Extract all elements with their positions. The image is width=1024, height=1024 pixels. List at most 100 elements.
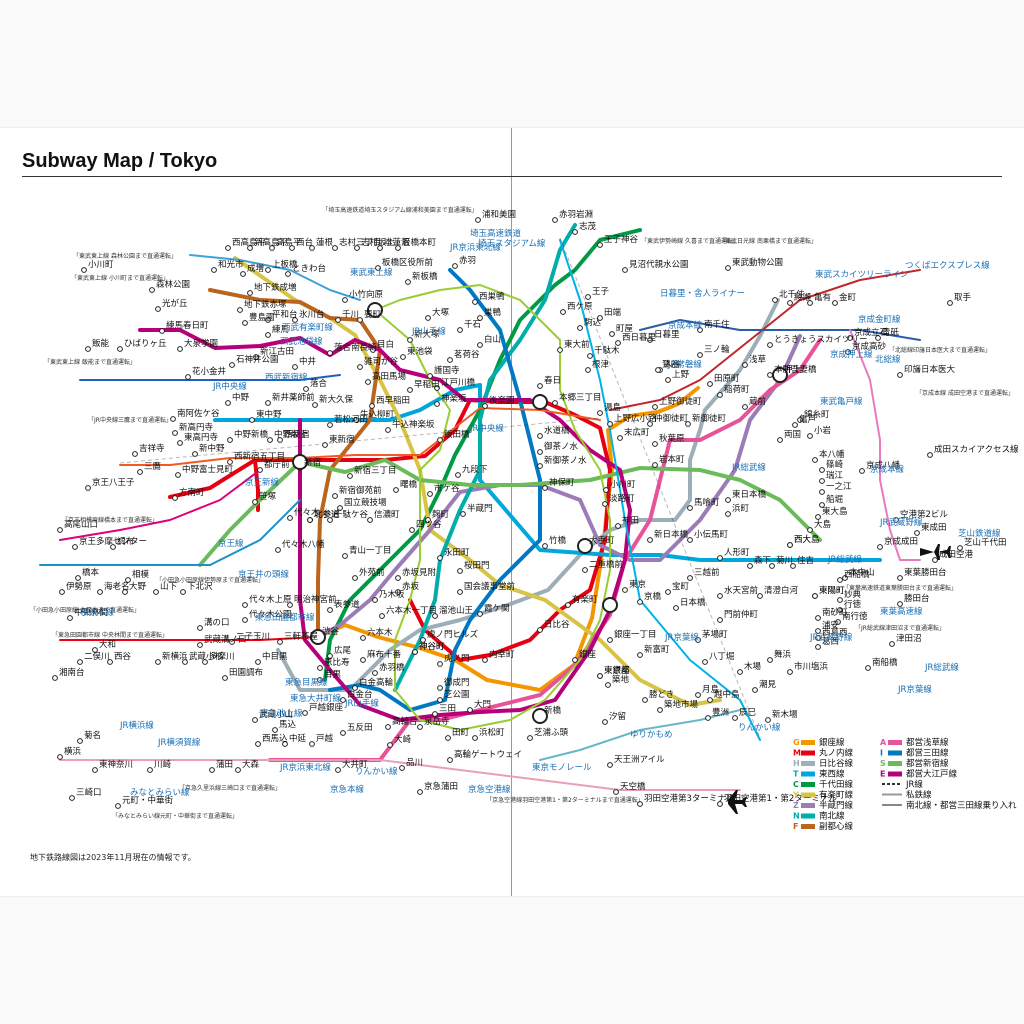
station-marker[interactable] [897, 372, 903, 378]
station-marker[interactable] [365, 379, 371, 385]
station-marker[interactable] [253, 354, 259, 360]
station-marker[interactable] [765, 717, 771, 723]
station-marker[interactable] [400, 354, 406, 360]
station-marker[interactable] [59, 589, 65, 595]
station-marker[interactable] [437, 685, 443, 691]
station-marker[interactable] [110, 544, 116, 550]
station-marker[interactable] [572, 229, 578, 235]
station-marker[interactable] [272, 727, 278, 733]
station-marker[interactable] [327, 350, 333, 356]
station-marker[interactable] [247, 245, 253, 251]
station-marker[interactable] [252, 499, 258, 505]
station-marker[interactable] [582, 567, 588, 573]
station-marker[interactable] [725, 511, 731, 517]
station-marker[interactable] [427, 373, 433, 379]
station-marker[interactable] [347, 473, 353, 479]
station-marker[interactable] [673, 605, 679, 611]
station-marker[interactable] [357, 364, 363, 370]
station-marker[interactable] [267, 437, 273, 443]
station-marker[interactable] [647, 337, 653, 343]
station-marker[interactable] [132, 451, 138, 457]
station-marker[interactable] [717, 801, 723, 807]
station-marker[interactable] [897, 601, 903, 607]
station-marker[interactable] [420, 637, 426, 643]
station-marker[interactable] [717, 555, 723, 561]
station-marker[interactable] [425, 315, 431, 321]
station-marker[interactable] [452, 263, 458, 269]
station-marker[interactable] [192, 451, 198, 457]
station-marker[interactable] [342, 553, 348, 559]
interchange-marker[interactable] [310, 629, 326, 645]
station-marker[interactable] [332, 245, 338, 251]
station-marker[interactable] [585, 294, 591, 300]
station-marker[interactable] [767, 657, 773, 663]
station-marker[interactable] [475, 217, 481, 223]
interchange-marker[interactable] [532, 394, 548, 410]
station-marker[interactable] [832, 300, 838, 306]
station-marker[interactable] [747, 563, 753, 569]
station-marker[interactable] [225, 245, 231, 251]
station-marker[interactable] [225, 400, 231, 406]
station-marker[interactable] [317, 677, 323, 683]
station-marker[interactable] [457, 589, 463, 595]
station-marker[interactable] [815, 514, 821, 520]
station-marker[interactable] [815, 644, 821, 650]
station-marker[interactable] [615, 523, 621, 529]
station-marker[interactable] [617, 435, 623, 441]
station-marker[interactable] [472, 299, 478, 305]
station-marker[interactable] [437, 697, 443, 703]
station-marker[interactable] [577, 325, 583, 331]
station-marker[interactable] [222, 675, 228, 681]
station-marker[interactable] [377, 245, 383, 251]
station-marker[interactable] [622, 587, 628, 593]
station-marker[interactable] [277, 437, 283, 443]
station-marker[interactable] [337, 505, 343, 511]
station-marker[interactable] [537, 383, 543, 389]
station-marker[interactable] [457, 568, 463, 574]
interchange-marker[interactable] [772, 367, 788, 383]
station-marker[interactable] [242, 320, 248, 326]
station-marker[interactable] [405, 279, 411, 285]
station-marker[interactable] [125, 577, 131, 583]
station-marker[interactable] [652, 462, 658, 468]
station-marker[interactable] [97, 589, 103, 595]
station-marker[interactable] [367, 517, 373, 523]
station-marker[interactable] [92, 647, 98, 653]
station-marker[interactable] [407, 337, 413, 343]
station-marker[interactable] [172, 430, 178, 436]
station-marker[interactable] [603, 487, 609, 493]
station-marker[interactable] [482, 657, 488, 663]
station-marker[interactable] [637, 599, 643, 605]
station-marker[interactable] [477, 315, 483, 321]
station-marker[interactable] [434, 385, 440, 391]
station-marker[interactable] [647, 421, 653, 427]
station-marker[interactable] [725, 265, 731, 271]
station-marker[interactable] [307, 517, 313, 523]
station-marker[interactable] [122, 589, 128, 595]
station-marker[interactable] [455, 472, 461, 478]
station-marker[interactable] [585, 367, 591, 373]
station-marker[interactable] [819, 489, 825, 495]
station-marker[interactable] [342, 297, 348, 303]
station-marker[interactable] [447, 757, 453, 763]
station-marker[interactable] [457, 327, 463, 333]
station-marker[interactable] [859, 468, 865, 474]
station-marker[interactable] [375, 265, 381, 271]
station-marker[interactable] [211, 267, 217, 273]
station-marker[interactable] [399, 765, 405, 771]
station-marker[interactable] [702, 659, 708, 665]
station-marker[interactable] [717, 617, 723, 623]
station-marker[interactable] [812, 457, 818, 463]
station-marker[interactable] [292, 317, 298, 323]
station-marker[interactable] [769, 563, 775, 569]
station-marker[interactable] [602, 501, 608, 507]
station-marker[interactable] [437, 555, 443, 561]
station-marker[interactable] [352, 685, 358, 691]
station-marker[interactable] [717, 392, 723, 398]
station-marker[interactable] [552, 217, 558, 223]
station-marker[interactable] [602, 719, 608, 725]
station-marker[interactable] [819, 478, 825, 484]
station-marker[interactable] [845, 349, 851, 355]
station-marker[interactable] [432, 711, 438, 717]
station-marker[interactable] [357, 317, 363, 323]
